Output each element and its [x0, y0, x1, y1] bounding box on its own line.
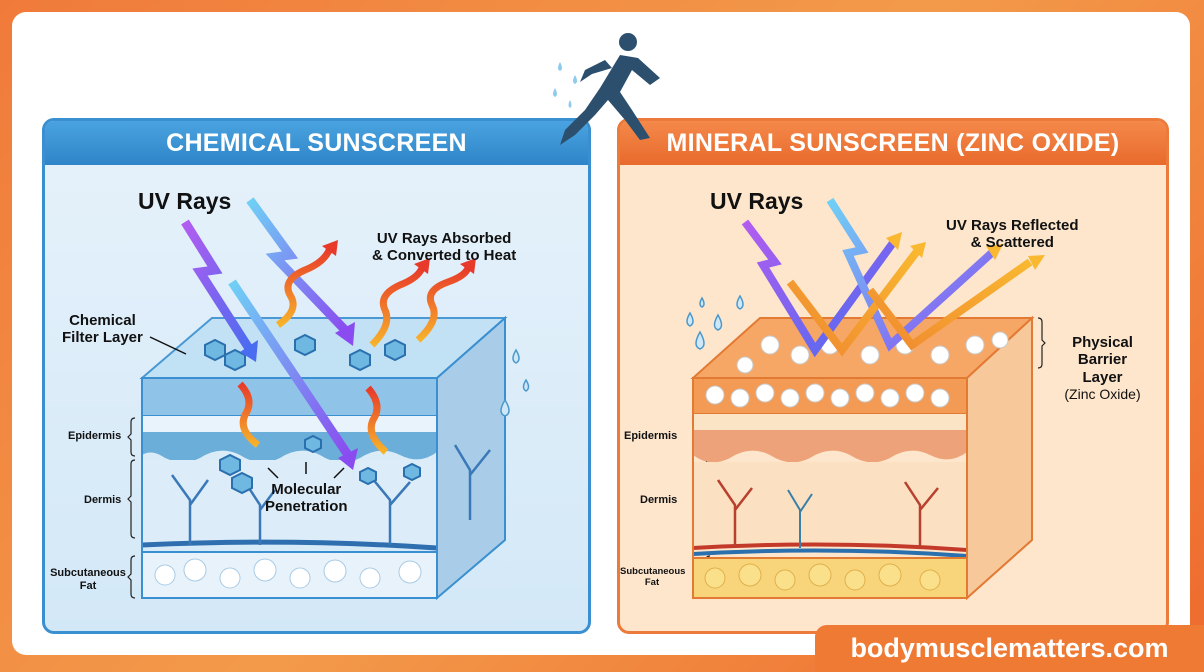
- absorbed-line-2: & Converted to Heat: [372, 247, 517, 265]
- molecule-icon: [204, 333, 421, 495]
- pointer-arrows: [149, 336, 345, 479]
- watermark: bodymusclematters.com: [815, 625, 1204, 672]
- reflected-line-1: UV Rays Reflected: [946, 217, 1079, 234]
- chemical-skin-cube: [139, 315, 508, 601]
- reflected-label: UV Rays Reflected & Scattered: [946, 217, 1079, 252]
- barrier-line-4: (Zinc Oxide): [1064, 385, 1141, 402]
- fat-line-1: Subcutaneous: [620, 566, 686, 577]
- barrier-label: Physical Barrier Layer (Zinc Oxide): [1050, 334, 1155, 402]
- left-fat-label: Subcutaneous Fat: [50, 567, 126, 592]
- reflected-line-2: & Scattered: [970, 234, 1054, 252]
- fat-line-1: Subcutaneous: [50, 567, 126, 579]
- heat-arrow-heads: [322, 240, 476, 274]
- filter-layer-label: Chemical Filter Layer: [62, 312, 143, 347]
- penetration-line-2: Penetration: [265, 498, 348, 516]
- filter-line-2: Filter Layer: [62, 329, 143, 347]
- barrier-line-3: Layer: [1082, 368, 1123, 386]
- penetration-label: Molecular Penetration: [265, 481, 348, 516]
- penetration-line-1: Molecular: [271, 481, 342, 498]
- runner-icon: [560, 33, 660, 145]
- heat-arrow-icon: [237, 246, 472, 455]
- water-drop-icon: [500, 348, 530, 417]
- right-epidermis-label: Epidermis: [624, 430, 678, 442]
- filter-line-1: Chemical: [69, 312, 136, 329]
- reflected-arrow-heads: [886, 232, 1045, 270]
- chemical-title: CHEMICAL SUNSCREEN: [45, 121, 588, 165]
- water-drop-icon: [686, 294, 744, 350]
- left-uv-label: UV Rays: [138, 188, 232, 214]
- water-drop-icon: [553, 62, 577, 108]
- fat-line-2: Fat: [79, 579, 97, 592]
- mineral-skin-cube: [690, 315, 1035, 601]
- right-fat-label: Subcutaneous Fat: [620, 566, 686, 589]
- mineral-title: MINERAL SUNSCREEN (ZINC OXIDE): [620, 121, 1166, 165]
- left-dermis-label: Dermis: [84, 494, 122, 506]
- reflected-uv-arrows: [741, 197, 1033, 358]
- right-uv-label: UV Rays: [710, 188, 804, 214]
- fat-line-2: Fat: [644, 576, 660, 588]
- barrier-line-2: Barrier: [1077, 351, 1128, 369]
- right-dermis-label: Dermis: [640, 494, 678, 506]
- absorbed-line-1: UV Rays Absorbed: [376, 230, 512, 247]
- uv-arrow-icon: [181, 197, 358, 470]
- barrier-line-1: Physical: [1072, 334, 1133, 351]
- absorbed-label: UV Rays Absorbed & Converted to Heat: [372, 230, 516, 265]
- left-epidermis-label: Epidermis: [68, 430, 122, 442]
